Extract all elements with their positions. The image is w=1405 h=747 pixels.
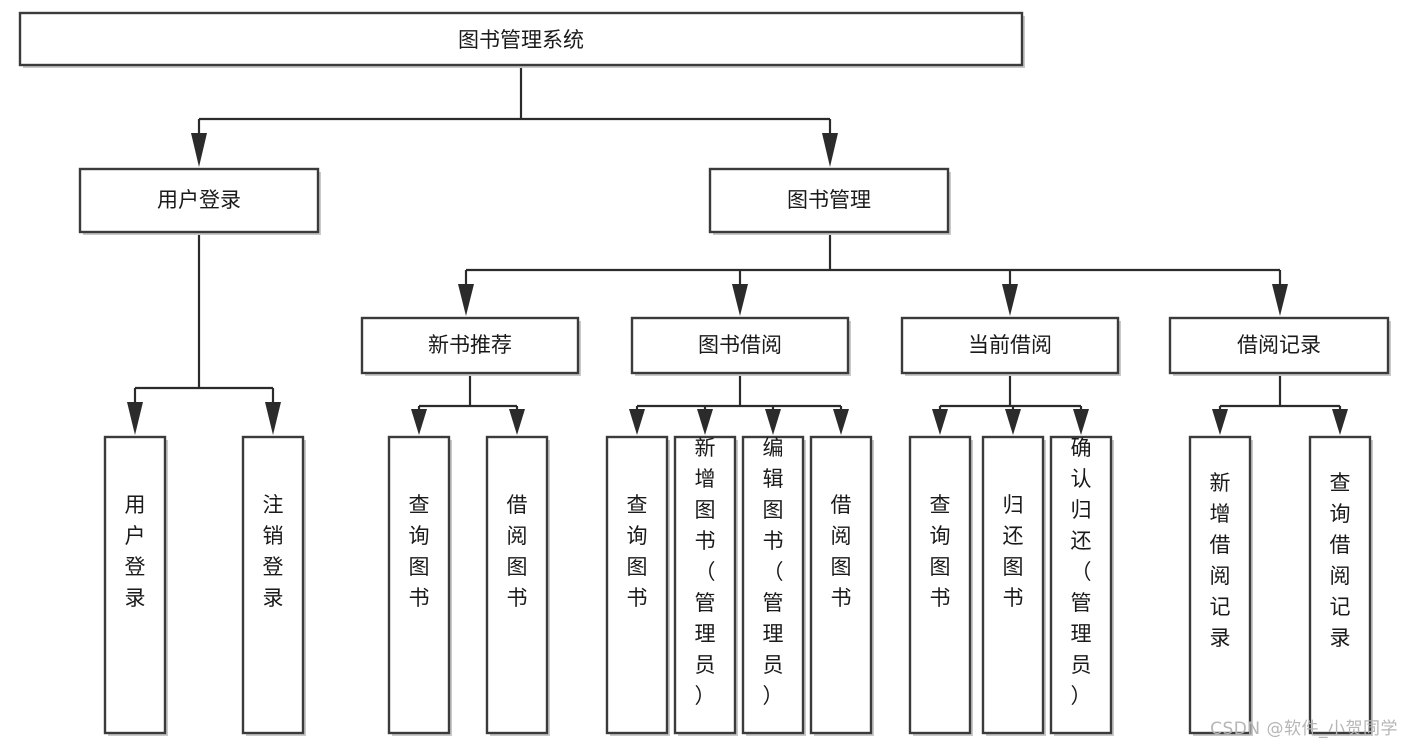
leaf-edit-book-admin-box [741, 435, 805, 735]
arrow-head-user-login [191, 133, 207, 167]
leaf-return-book-box [981, 435, 1045, 735]
arrow-head-book-borrow [732, 284, 748, 316]
leaf-query-book-recommend-box [387, 435, 451, 735]
arrow-head-leaf-query-book-current [932, 409, 948, 435]
arrow-head-leaf-query-book-borrow [629, 409, 645, 435]
leaf-query-book-borrow-label: 查询图书 [627, 493, 648, 610]
book-management-box [708, 167, 950, 234]
leaf-user-login-box [103, 435, 167, 735]
node-leaf-query-book-borrow[interactable]: 查询图书 [605, 435, 670, 736]
node-leaf-borrow-book-recommend[interactable]: 借阅图书 [485, 435, 550, 736]
leaf-query-borrow-record-label: 查询借阅记录 [1330, 471, 1351, 650]
node-leaf-confirm-return-admin[interactable]: 确认归还（管理员） [1049, 435, 1114, 736]
node-leaf-query-book-current[interactable]: 查询图书 [908, 435, 973, 736]
arrow-head-leaf-logout [265, 402, 281, 435]
arrow-head-borrow-record [1272, 284, 1288, 316]
leaf-query-book-current-label: 查询图书 [930, 493, 951, 610]
new-book-recommend-label: 新书推荐 [428, 333, 512, 357]
leaf-query-book-borrow-box [605, 435, 669, 735]
leaf-add-borrow-record-box [1188, 435, 1252, 735]
current-borrow-box [900, 316, 1120, 375]
arrow-head-leaf-edit-book-admin [765, 409, 781, 435]
node-leaf-query-borrow-record[interactable]: 查询借阅记录 [1308, 435, 1373, 736]
arrow-head-leaf-borrow-book-recommend [509, 409, 525, 435]
user-login-box [78, 167, 320, 234]
node-new-book-recommend[interactable]: 新书推荐 [360, 316, 581, 376]
arrow-head-leaf-confirm-return-admin [1073, 409, 1089, 435]
leaf-edit-book-admin-label: 编辑图书（管理员） [763, 436, 784, 708]
node-user-login[interactable]: 用户登录 [78, 167, 321, 235]
user-login-label: 用户登录 [157, 188, 241, 212]
connector-layer [127, 65, 1348, 435]
node-leaf-borrow-book[interactable]: 借阅图书 [809, 435, 874, 736]
arrow-head-leaf-add-book-admin [697, 409, 713, 435]
node-leaf-user-login[interactable]: 用户登录 [103, 435, 168, 736]
node-leaf-return-book[interactable]: 归还图书 [981, 435, 1046, 736]
leaf-logout-box [241, 435, 305, 735]
arrow-head-leaf-add-borrow-record [1212, 409, 1228, 435]
node-leaf-edit-book-admin[interactable]: 编辑图书（管理员） [741, 435, 806, 736]
leaf-query-book-recommend-label: 查询图书 [409, 493, 430, 610]
leaf-node-layer: 用户登录 注销登录 查询图书 借阅图书 查询图书 新增图书（管理员） 编辑图书（管理员） 借阅… [103, 435, 1373, 736]
borrow-record-label: 借阅记录 [1237, 333, 1321, 357]
arrow-head-leaf-return-book [1005, 409, 1021, 435]
leaf-add-book-admin-box [673, 435, 737, 735]
csdn-watermark: CSDN @软件_小贺同学 [1210, 719, 1398, 739]
node-leaf-add-borrow-record[interactable]: 新增借阅记录 [1188, 435, 1253, 736]
leaf-borrow-book-label: 借阅图书 [831, 493, 852, 610]
arrow-head-current-borrow [1002, 284, 1018, 316]
root-box [18, 11, 1024, 67]
root-label: 图书管理系统 [458, 28, 584, 52]
arrow-head-leaf-query-book-recommend [411, 409, 427, 435]
book-management-label: 图书管理 [787, 188, 871, 212]
node-leaf-query-book-recommend[interactable]: 查询图书 [387, 435, 452, 736]
leaf-query-borrow-record-box [1308, 435, 1372, 735]
leaf-borrow-book-recommend-box [485, 435, 549, 735]
node-book-borrow[interactable]: 图书借阅 [630, 316, 851, 376]
book-borrow-label: 图书借阅 [698, 333, 782, 357]
arrow-head-leaf-user-login [127, 402, 143, 435]
node-current-borrow[interactable]: 当前借阅 [900, 316, 1121, 376]
leaf-borrow-book-recommend-label: 借阅图书 [507, 493, 528, 610]
leaf-return-book-label: 归还图书 [1003, 493, 1024, 610]
arrow-head-leaf-query-borrow-record [1332, 409, 1348, 435]
node-book-management[interactable]: 图书管理 [708, 167, 951, 235]
node-borrow-record[interactable]: 借阅记录 [1168, 316, 1391, 376]
leaf-add-borrow-record-label: 新增借阅记录 [1210, 471, 1231, 650]
leaf-user-login-label: 用户登录 [125, 493, 146, 610]
leaf-query-book-current-box [908, 435, 972, 735]
new-book-recommend-box [360, 316, 580, 375]
leaf-add-book-admin-label: 新增图书（管理员） [695, 436, 716, 708]
leaf-borrow-book-box [809, 435, 873, 735]
book-borrow-box [630, 316, 850, 375]
borrow-record-box [1168, 316, 1390, 375]
leaf-confirm-return-admin-box [1049, 435, 1113, 735]
node-root[interactable]: 图书管理系统 [18, 11, 1025, 68]
arrow-head-leaf-borrow-book [833, 409, 849, 435]
current-borrow-label: 当前借阅 [968, 333, 1052, 357]
node-leaf-logout[interactable]: 注销登录 [241, 435, 306, 736]
node-leaf-add-book-admin[interactable]: 新增图书（管理员） [673, 435, 738, 736]
leaf-confirm-return-admin-label: 确认归还（管理员） [1071, 436, 1092, 708]
leaf-logout-label: 注销登录 [263, 493, 284, 610]
arrow-head-new-book-recommend [458, 284, 474, 316]
arrow-head-book-management [822, 133, 838, 167]
